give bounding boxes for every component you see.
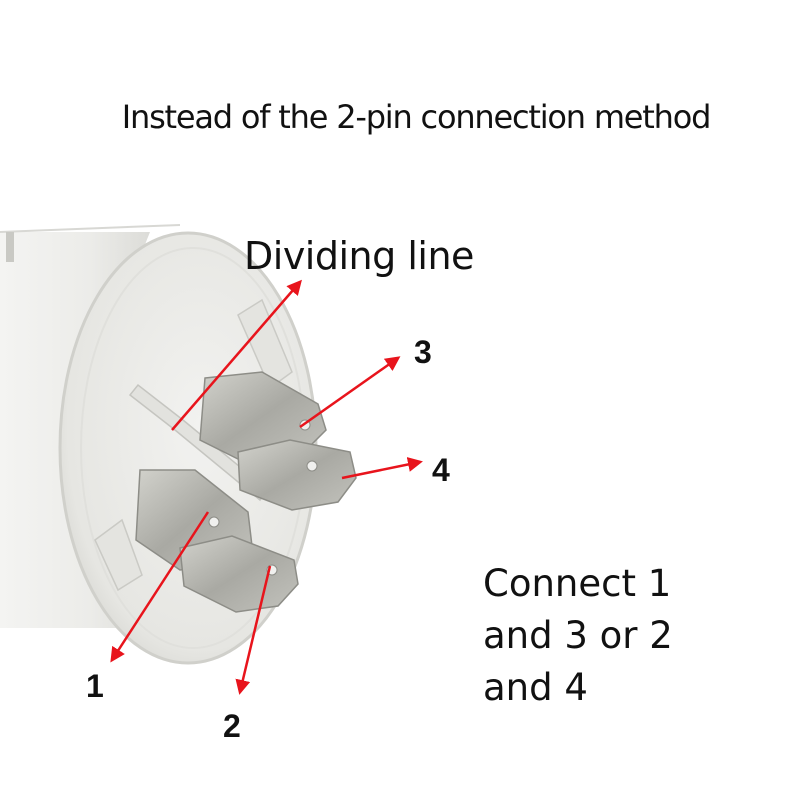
terminal-3 — [199, 371, 327, 461]
arrow-pin-1 — [110, 511, 210, 663]
page-title: Instead of the 2-pin connection method — [121, 98, 712, 136]
pin-2-label: 2 — [223, 708, 241, 744]
terminal-4 — [237, 439, 357, 511]
arrow-pin-3 — [299, 356, 401, 429]
arrow-dividing-line — [171, 279, 302, 431]
dividing-line-label: Dividing line — [244, 234, 474, 278]
arrow-pin-2 — [235, 565, 272, 695]
terminal-2 — [179, 535, 299, 613]
pin-1-label: 1 — [86, 668, 104, 704]
arrow-pin-4 — [341, 457, 423, 480]
instruction-line: and 4 — [483, 666, 588, 709]
pin-3-label: 3 — [414, 334, 432, 370]
instruction-line: Connect 1 — [483, 562, 672, 605]
connection-instruction: Connect 1 and 3 or 2 and 4 — [483, 558, 763, 714]
capacitor-label-mark — [6, 232, 14, 262]
instruction-line: and 3 or 2 — [483, 614, 673, 657]
pin-4-label: 4 — [432, 452, 450, 488]
